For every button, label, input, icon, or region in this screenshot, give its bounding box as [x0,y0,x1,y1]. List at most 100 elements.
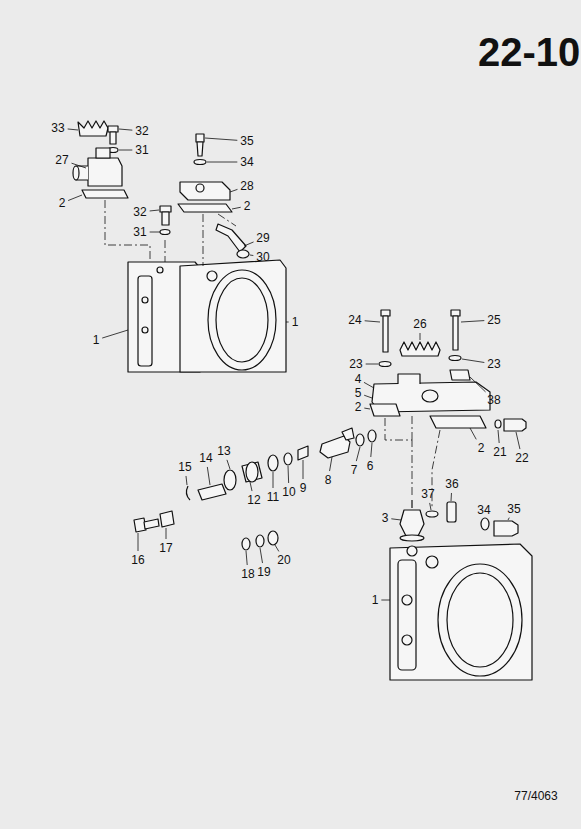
leader-line [207,162,237,163]
bolt-head [381,310,390,316]
sensor-head [196,134,204,142]
leader-line [246,551,247,565]
leader-line [516,432,520,449]
plate [198,484,226,500]
leader-line [205,138,237,140]
alignment-lines [105,200,440,508]
washer [194,160,206,165]
leader-line [356,447,360,461]
callout-number: 12 [247,494,260,506]
callout-number: 30 [256,251,269,263]
washer-plate [298,446,308,460]
callout-number: 25 [487,314,500,326]
leader-line [150,232,160,233]
leader-line [244,242,254,246]
thermostat-flange [400,535,424,541]
circlip [186,486,190,500]
gasket [430,416,486,428]
cylinder-bore [438,564,522,676]
callout-number: 31 [135,144,148,156]
gasket [82,190,128,198]
sensor-fitting [494,521,518,536]
callout-number: 27 [55,154,68,166]
cover-boss [196,184,204,192]
leader-line [260,548,263,563]
callout-number: 28 [240,180,253,192]
leader-line [119,150,132,151]
sleeve-end [246,462,258,482]
callout-number: 10 [282,486,295,498]
leader-line [232,207,241,209]
drawing-number: 77/4063 [514,790,557,802]
leader-line [273,472,274,488]
block-port [407,546,417,556]
ring [284,453,292,465]
block-channel [138,276,152,366]
ring [237,250,249,258]
callout-number: 13 [217,445,230,457]
ring [268,455,278,471]
bolt-shank [110,132,116,144]
page-number: 22-10 [478,32,580,72]
callout-number: 1 [93,334,100,346]
callout-number: 16 [131,554,144,566]
housing-port [422,390,438,402]
block-channel [398,560,416,670]
serrated-strip [78,121,108,136]
callout-number: 35 [240,135,253,147]
sensor-body [197,142,203,156]
serrated-strip [400,342,440,356]
leader-line [461,321,484,322]
ring [426,511,438,517]
washer [495,420,501,428]
leader-line [227,460,230,469]
leader-line [508,518,509,520]
callout-number: 8 [325,474,332,486]
bolt-head [451,310,460,316]
callout-number: 34 [477,504,490,516]
ring [242,538,250,550]
housing-neck [398,374,420,384]
block-hole [402,635,412,645]
callout-number: 19 [257,566,270,578]
engine-block [390,544,532,680]
callout-number: 4 [355,373,362,385]
callout-number: 6 [367,460,374,472]
leader-line [186,476,187,485]
ring [268,531,278,545]
bolt-shank [453,316,458,350]
callout-number: 35 [507,503,520,515]
leader-line [371,443,372,457]
callout-number: 34 [240,156,253,168]
leader-line [250,482,252,491]
engine-block [180,260,286,372]
gasket [178,204,232,212]
cylinder-bore [447,573,513,667]
leader-line [68,129,78,130]
pipe-end [73,166,79,180]
callout-number: 11 [267,491,279,503]
sensor-fitting [504,419,526,431]
leader-line [365,321,380,322]
callout-number: 14 [199,452,212,464]
leader-line [119,129,132,130]
callout-number: 24 [348,314,361,326]
leader-line [102,330,128,338]
callout-number: 17 [159,542,172,554]
leader-line [207,467,210,485]
leader-lines [68,129,520,600]
leader-line [275,545,279,551]
thermostat-pin [411,500,412,508]
callout-number: 1 [292,316,299,328]
callout-number: 20 [277,554,290,566]
callout-number: 9 [300,482,307,494]
sleeve [242,462,262,482]
leader-line [381,600,390,601]
callout-number: 23 [487,358,500,370]
leader-line [420,333,421,340]
ring [481,518,489,530]
callout-number: 5 [355,387,362,399]
bolt-shank [144,519,159,529]
leader-line [391,519,401,520]
